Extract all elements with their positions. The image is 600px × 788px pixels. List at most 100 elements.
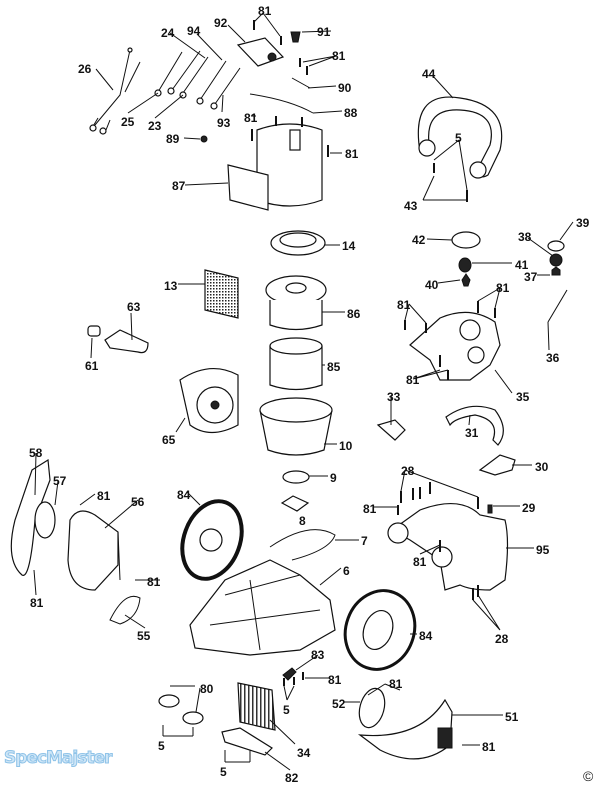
callout-label-51: 51: [505, 710, 519, 724]
caster-80-a: [158, 694, 180, 708]
callout-label-92: 92: [214, 16, 228, 30]
callout-label-52: 52: [332, 697, 346, 711]
callout-label-23: 23: [148, 119, 162, 133]
seal-ring-14: [270, 230, 326, 256]
callout-label-81: 81: [389, 677, 403, 691]
inlet-housing-56: [67, 510, 119, 591]
release-button-30: [478, 454, 516, 476]
callout-label-81: 81: [496, 281, 510, 295]
callout-label-42: 42: [412, 233, 426, 247]
motor-sleeve-85: [269, 337, 323, 391]
callout-label-37: 37: [524, 270, 538, 284]
callout-label-40: 40: [425, 278, 439, 292]
callout-label-28: 28: [401, 464, 415, 478]
callout-label-82: 82: [285, 771, 299, 785]
callout-label-94: 94: [187, 24, 201, 38]
callout-label-81: 81: [363, 502, 377, 516]
exhaust-cover-51: [357, 698, 453, 760]
callout-label-14: 14: [342, 239, 356, 253]
bracket-83: [282, 667, 297, 681]
filter-tray-82: [221, 727, 273, 756]
exhaust-grille: [437, 727, 453, 749]
callout-label-88: 88: [344, 106, 358, 120]
callout-label-31: 31: [465, 426, 479, 440]
callout-label-81: 81: [258, 4, 272, 18]
callout-label-25: 25: [121, 115, 135, 129]
callout-label-81: 81: [97, 489, 111, 503]
callout-label-26: 26: [78, 62, 92, 76]
wheel-84-right: [343, 589, 417, 671]
callout-label-93: 93: [217, 116, 231, 130]
latch-37: [551, 266, 561, 276]
carry-handle-44: [417, 96, 503, 202]
cord-reel-cap-42: [451, 231, 481, 249]
wires-23-25: [154, 50, 241, 110]
callout-label-81: 81: [482, 740, 496, 754]
spring-41: [458, 257, 472, 273]
callout-label-5: 5: [283, 703, 290, 717]
wire-36: [547, 289, 568, 323]
callout-label-34: 34: [297, 746, 311, 760]
rear-cover-95: [387, 482, 509, 600]
mount-9: [282, 470, 310, 484]
clip-40: [461, 273, 471, 287]
watermark: SpecMajster: [3, 748, 112, 769]
cord-reel-65: [179, 367, 239, 434]
motor-cup-10: [259, 397, 333, 456]
callout-label-28: 28: [495, 632, 509, 646]
callout-label-33: 33: [387, 390, 401, 404]
leader-lines: [33, 12, 574, 771]
callout-label-81: 81: [328, 673, 342, 687]
callout-label-80: 80: [200, 682, 214, 696]
callout-label-58: 58: [29, 446, 43, 460]
callout-label-41: 41: [515, 258, 529, 272]
button-61: [87, 325, 101, 337]
callout-label-91: 91: [317, 25, 331, 39]
callout-label-81: 81: [244, 111, 258, 125]
callout-label-10: 10: [339, 439, 353, 453]
caster-80-b: [182, 711, 204, 725]
base-chassis-6: [189, 559, 336, 656]
callout-label-5: 5: [158, 739, 165, 753]
motor-86: [265, 275, 327, 331]
callout-label-81: 81: [397, 298, 411, 312]
callout-label-5: 5: [220, 765, 227, 779]
switch-link-90: [291, 77, 311, 89]
callout-label-81: 81: [332, 49, 346, 63]
filter-grille-13: [204, 269, 239, 319]
gasket-7: [269, 529, 336, 561]
button-cap-39: [547, 240, 565, 252]
callout-label-29: 29: [522, 501, 536, 515]
callout-label-85: 85: [327, 360, 341, 374]
callout-label-56: 56: [131, 495, 145, 509]
spring-38: [549, 253, 563, 267]
callout-label-89: 89: [166, 132, 180, 146]
circuit-board-92: [236, 37, 285, 67]
callout-label-84: 84: [177, 488, 191, 502]
callout-label-7: 7: [361, 534, 368, 548]
latch-assembly-33: [376, 419, 406, 441]
callout-label-81: 81: [413, 555, 427, 569]
callout-label-57: 57: [53, 474, 67, 488]
callout-label-30: 30: [535, 460, 549, 474]
wire-harness-26: [89, 47, 141, 135]
callout-label-44: 44: [422, 67, 436, 81]
callout-label-84: 84: [419, 629, 433, 643]
seal-57: [34, 501, 56, 539]
callout-label-61: 61: [85, 359, 99, 373]
hepa-filter-34: [237, 682, 276, 731]
knob-91: [290, 31, 301, 43]
motor-housing-87: [227, 116, 329, 211]
gasket-55: [109, 595, 141, 625]
callout-label-6: 6: [343, 564, 350, 578]
callout-label-90: 90: [338, 81, 352, 95]
callout-label-65: 65: [162, 433, 176, 447]
handle-grip-31: [445, 405, 504, 446]
top-cover-35: [409, 311, 501, 381]
callout-label-95: 95: [536, 543, 550, 557]
callout-label-13: 13: [164, 279, 178, 293]
callout-label-81: 81: [406, 373, 420, 387]
callout-label-35: 35: [516, 390, 530, 404]
